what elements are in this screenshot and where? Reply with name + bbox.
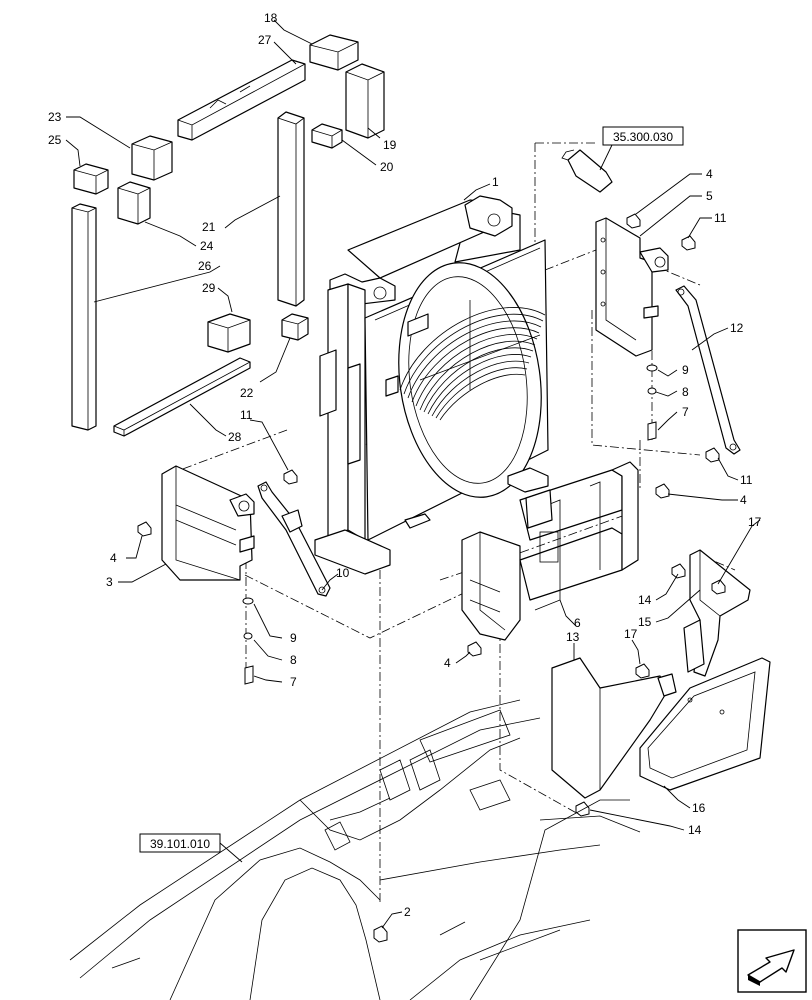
callout-26: 26: [198, 259, 212, 273]
callout-20: 20: [380, 160, 394, 174]
callout-16: 16: [692, 801, 706, 815]
callout-17-left: 17: [624, 627, 638, 641]
callout-11-right: 11: [740, 473, 753, 487]
leader-lines: [65, 19, 761, 929]
callout-4-left: 4: [110, 551, 117, 565]
callout-29: 29: [202, 281, 216, 295]
callout-7-right: 7: [682, 405, 689, 419]
callout-21: 21: [202, 220, 216, 234]
hardware-right: [626, 213, 720, 499]
ref-box-top[interactable]: 35.300.030: [602, 126, 684, 146]
callout-19: 19: [383, 138, 397, 152]
callout-13: 13: [566, 630, 580, 644]
callout-labels: 18 27 19 20 23 25 21 24 26 29 22 28 11 1…: [48, 11, 762, 919]
callout-9-right: 9: [682, 363, 689, 377]
callout-14-upper: 14: [638, 593, 652, 607]
support-frame: [461, 461, 639, 641]
callout-28: 28: [228, 430, 242, 444]
callout-5: 5: [706, 189, 713, 203]
hardware-left: [137, 469, 482, 685]
left-bracket: [161, 465, 255, 581]
callout-6: 6: [574, 616, 581, 630]
next-page-arrow-icon[interactable]: [737, 929, 807, 993]
seal-29: [207, 313, 251, 353]
right-bracket: [595, 217, 669, 357]
callout-10: 10: [336, 566, 350, 580]
seal-22: [281, 313, 309, 341]
ref-box-top-label: 35.300.030: [613, 130, 673, 144]
seal-24: [117, 181, 151, 225]
ref-box-bottom[interactable]: 39.101.010: [139, 833, 243, 863]
stay-rod-left: [257, 481, 331, 597]
callout-18: 18: [264, 11, 278, 25]
callout-12: 12: [730, 321, 744, 335]
callout-27: 27: [258, 33, 272, 47]
ref-box-bottom-label: 39.101.010: [150, 837, 210, 851]
seal-26: [71, 203, 97, 431]
callout-2: 2: [404, 905, 411, 919]
stay-rod-right: [675, 285, 741, 455]
callout-8-left: 8: [290, 653, 297, 667]
callout-4-right: 4: [740, 493, 747, 507]
callout-1: 1: [492, 175, 499, 189]
callout-4-bottom: 4: [444, 656, 451, 670]
callout-4-top: 4: [706, 167, 713, 181]
callout-14-lower: 14: [688, 823, 702, 837]
callout-11-top: 11: [714, 211, 727, 225]
callout-22: 22: [240, 386, 254, 400]
chassis-frame: [69, 699, 641, 1000]
hose-connector: [561, 144, 613, 193]
callout-25: 25: [48, 133, 62, 147]
foam-seals: [71, 34, 385, 437]
callout-9-left: 9: [290, 631, 297, 645]
callout-23: 23: [48, 110, 62, 124]
shroud-panel-13: [551, 657, 677, 799]
seal-21: [277, 111, 305, 307]
fan-guard: [399, 300, 546, 421]
shroud-panel-16: [639, 657, 771, 791]
callout-7-left: 7: [290, 675, 297, 689]
bolt-2: [373, 925, 388, 943]
callout-8-right: 8: [682, 385, 689, 399]
seal-25: [73, 163, 109, 195]
seal-23: [131, 135, 173, 181]
callout-15: 15: [638, 615, 652, 629]
radiator-assembly: [314, 195, 549, 575]
callout-17-right: 17: [748, 515, 762, 529]
callout-3: 3: [106, 575, 113, 589]
seal-20: [311, 123, 343, 149]
seal-19: [345, 63, 385, 139]
callout-11-left: 11: [240, 408, 253, 422]
seal-28: [113, 357, 251, 437]
seal-18: [309, 34, 359, 71]
callout-24: 24: [200, 239, 214, 253]
shroud-panel-15: [683, 549, 751, 677]
